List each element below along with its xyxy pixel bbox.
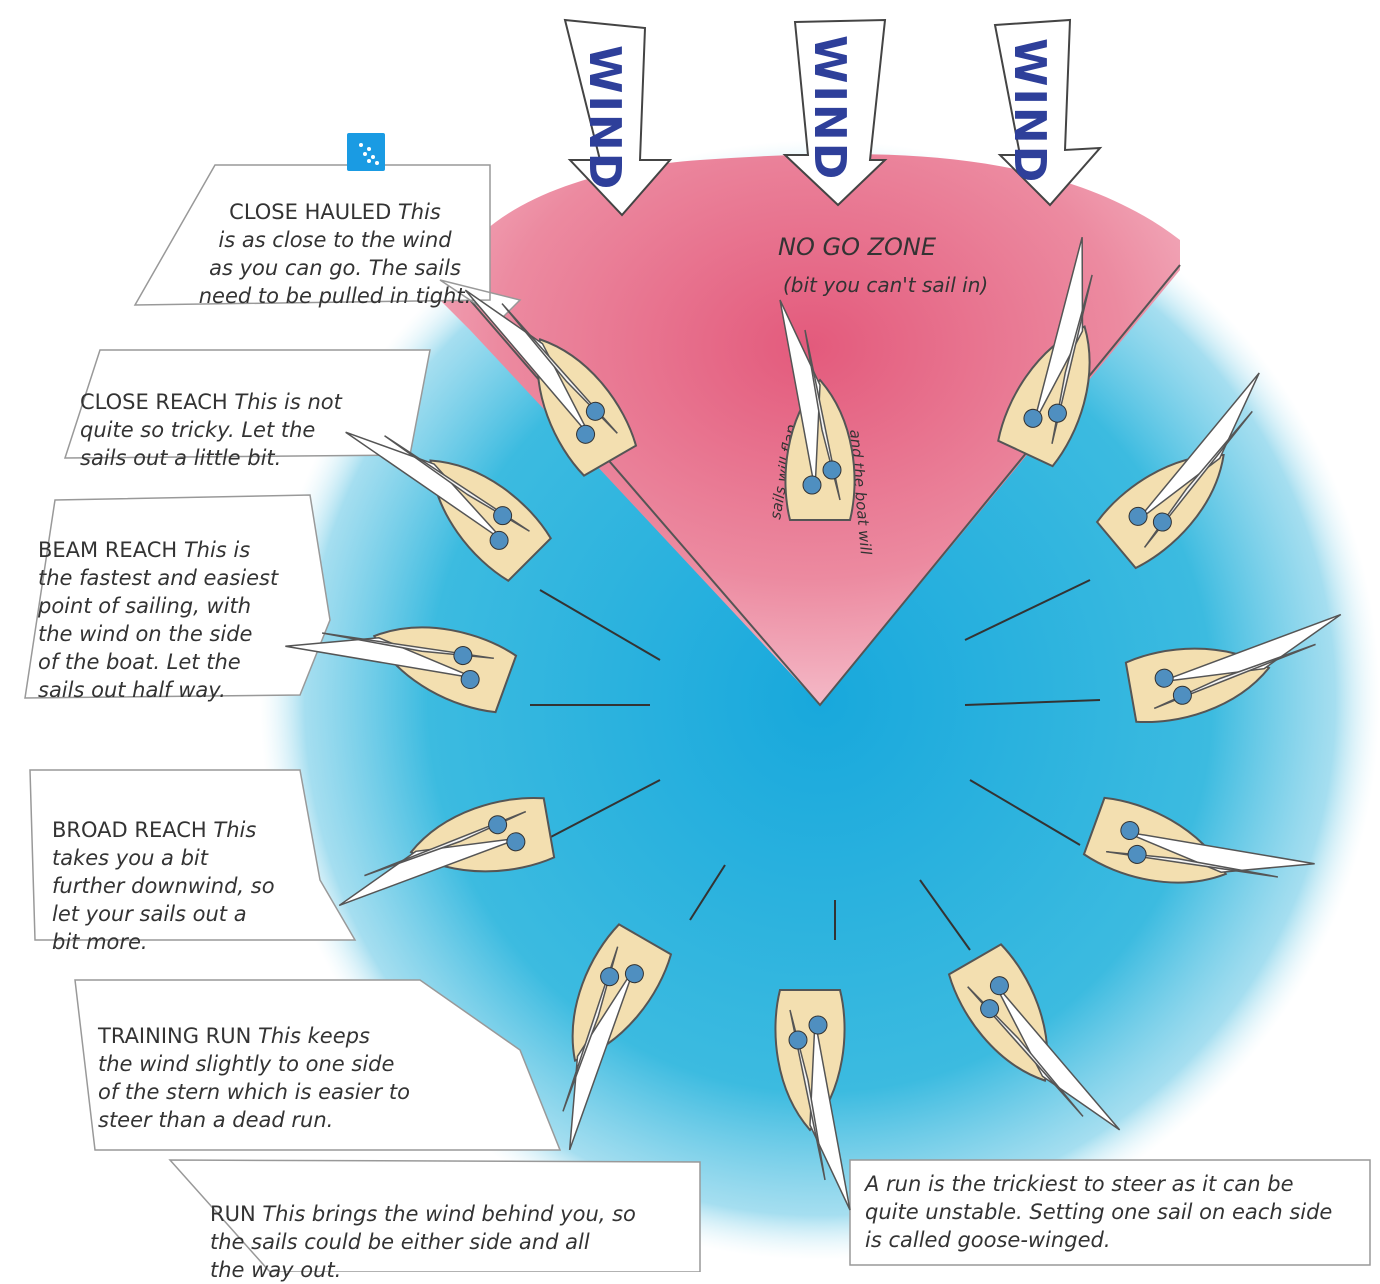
wake-lines bbox=[530, 579, 1101, 951]
callout-beam-reach: BEAM REACH This is the fastest and easie… bbox=[38, 538, 279, 702]
no-go-zone-title: NO GO ZONE bbox=[778, 233, 937, 261]
callout-run: RUN This brings the wind behind you, so … bbox=[210, 1202, 636, 1282]
sailboat-icon bbox=[774, 989, 851, 1211]
dots-badge-icon bbox=[347, 133, 385, 171]
sailboat-icon bbox=[1124, 613, 1342, 724]
callout-close-hauled: CLOSE HAULED This is as close to the win… bbox=[198, 200, 472, 308]
callout-broad-reach: BROAD REACH This takes you a bit further… bbox=[52, 818, 275, 954]
sailboat-icon bbox=[1082, 796, 1315, 884]
svg-text:WIND: WIND bbox=[804, 35, 855, 181]
sailboat-icon bbox=[1095, 372, 1260, 570]
callout-goose-winged-note: A run is the trickiest to steer as it ca… bbox=[865, 1172, 1333, 1252]
wind-arrow-icon: WIND bbox=[563, 18, 673, 217]
sailboat-icon bbox=[345, 431, 552, 582]
callout-close-reach: CLOSE REACH This is not quite so tricky.… bbox=[80, 390, 342, 470]
sailboat-icon bbox=[562, 923, 673, 1151]
sailboat-icon bbox=[464, 289, 638, 477]
callout-training-run: TRAINING RUN This keeps the wind slightl… bbox=[98, 1024, 410, 1132]
sailboat-icon bbox=[779, 299, 856, 521]
svg-text:WIND: WIND bbox=[1004, 38, 1055, 184]
callout-outlines bbox=[24, 164, 1371, 1272]
svg-text:WIND: WIND bbox=[579, 45, 630, 191]
sailboat-icon bbox=[947, 943, 1121, 1131]
sailboats bbox=[285, 236, 1342, 1211]
wind-arrow-icon: WIND bbox=[782, 18, 888, 207]
sailboat-icon bbox=[285, 626, 518, 714]
no-go-zone-subtitle: (bit you can't sail in) bbox=[783, 273, 988, 297]
sailboat-icon bbox=[338, 796, 556, 907]
sailboat-icon bbox=[997, 236, 1093, 468]
wind-arrow-icon: WIND bbox=[993, 18, 1103, 207]
